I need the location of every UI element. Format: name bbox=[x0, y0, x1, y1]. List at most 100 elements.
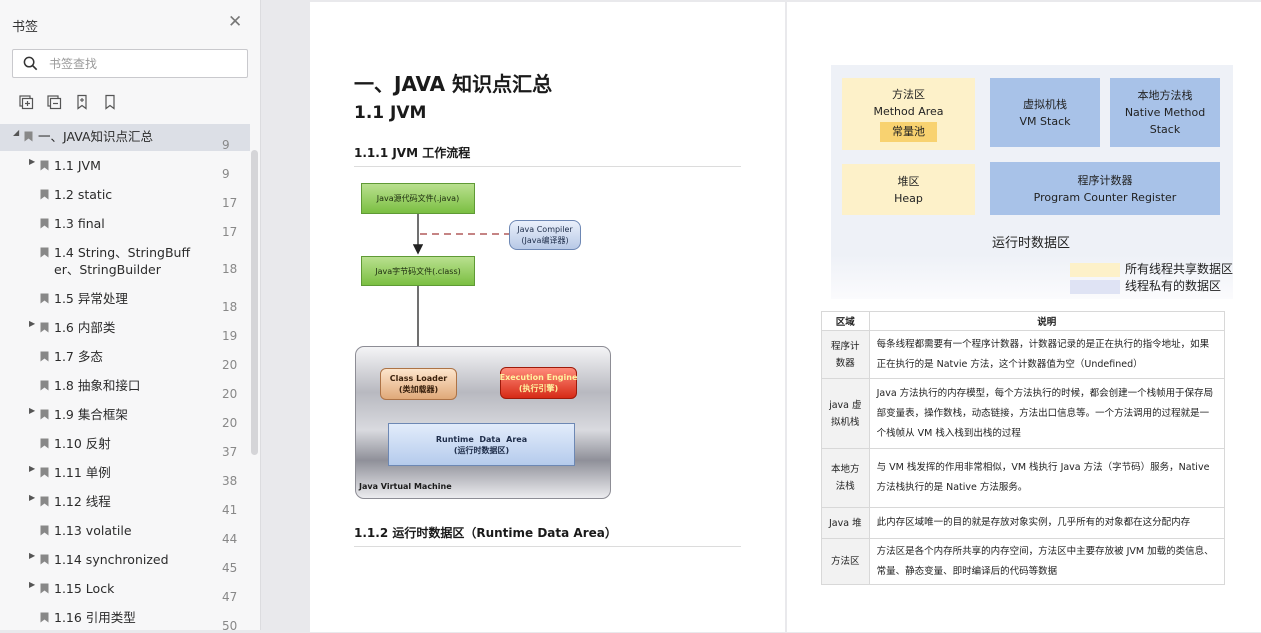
bookmark-page-number: 20 bbox=[222, 387, 238, 401]
bookmark-item[interactable]: ▶ 1.15 Lock 47 bbox=[0, 576, 250, 604]
panel-title: 书签 bbox=[12, 20, 39, 35]
bookmark-page-number: 50 bbox=[222, 619, 238, 633]
collapsed-arrow-icon[interactable]: ▶ bbox=[29, 157, 36, 166]
collapsed-arrow-icon[interactable]: ▶ bbox=[29, 464, 36, 473]
table-cell-desc: 与 VM 栈发挥的作用非常相似，VM 栈执行 Java 方法（字节码）服务，Na… bbox=[868, 448, 1226, 508]
bookmark-icon bbox=[40, 380, 49, 391]
collapsed-arrow-icon[interactable]: ▶ bbox=[29, 551, 36, 560]
bytecode-box: Java字节码文件(.class) bbox=[361, 256, 475, 286]
bookmark-icon[interactable] bbox=[102, 94, 118, 110]
bookmark-page-number: 19 bbox=[222, 329, 238, 343]
collapsed-arrow-icon[interactable]: ▶ bbox=[29, 580, 36, 589]
bookmark-icon bbox=[40, 496, 49, 507]
close-icon[interactable]: ✕ bbox=[228, 12, 243, 32]
document-page-right: 方法区 Method Area 常量池 虚拟机栈 VM Stack 本地方法栈 … bbox=[787, 2, 1261, 632]
vm-stack-label: 虚拟机栈 VM Stack bbox=[1019, 97, 1071, 128]
add-bookmark-icon[interactable] bbox=[74, 94, 90, 110]
bookmark-label: 1.10 反射 bbox=[54, 436, 111, 451]
native-stack-cell: 本地方法栈 Native Method Stack bbox=[1110, 78, 1220, 147]
collapsed-arrow-icon[interactable]: ▶ bbox=[29, 493, 36, 502]
bookmark-icon bbox=[40, 160, 49, 171]
heading-1: 一、JAVA 知识点汇总 bbox=[354, 72, 553, 96]
bookmark-item[interactable]: 1.3 final 17 bbox=[0, 211, 250, 239]
heading-rule bbox=[354, 166, 741, 167]
legend-shared-label: 所有线程共享数据区 bbox=[1125, 262, 1234, 276]
bookmark-label: 1.7 多态 bbox=[54, 349, 103, 364]
table-cell-desc: Java 方法执行的内存模型，每个方法执行的时候，都会创建一个栈帧用于保存局部变… bbox=[868, 378, 1226, 449]
runtime-area-title: 运行时数据区 bbox=[992, 236, 1071, 251]
heap-cell: 堆区 Heap bbox=[842, 164, 975, 215]
method-area-label: 方法区 Method Area bbox=[873, 88, 944, 118]
bookmark-item[interactable]: ▶ 1.6 内部类 19 bbox=[0, 315, 250, 343]
legend-swatch-shared bbox=[1070, 263, 1120, 277]
table-cell-region: 程序计 数器 bbox=[821, 330, 870, 379]
collapsed-arrow-icon[interactable]: ▶ bbox=[29, 406, 36, 415]
bookmark-icon bbox=[24, 131, 33, 142]
bookmark-item[interactable]: 1.4 String、StringBuff er、StringBuilder 18 bbox=[0, 240, 250, 280]
bookmark-label: 1.15 Lock bbox=[54, 581, 115, 596]
sidebar-scrollbar[interactable] bbox=[251, 150, 258, 455]
method-area-cell: 方法区 Method Area 常量池 bbox=[842, 78, 975, 150]
heading-rule bbox=[354, 546, 741, 547]
jvm-label: Java Virtual Machine bbox=[359, 482, 452, 491]
table-header: 说明 bbox=[868, 311, 1226, 331]
bookmark-label: 1.2 static bbox=[54, 187, 113, 202]
bookmark-label: 1.13 volatile bbox=[54, 523, 132, 538]
bookmark-item[interactable]: 1.13 volatile 44 bbox=[0, 518, 250, 546]
table-cell-desc: 此内存区域唯一的目的就是存放对象实例，几乎所有的对象都在这分配内存 bbox=[868, 507, 1226, 539]
bookmark-icon bbox=[40, 467, 49, 478]
table-cell-region: java 虚 拟机栈 bbox=[821, 378, 870, 449]
constant-pool-label: 常量池 bbox=[880, 122, 937, 142]
pc-register-cell: 程序计数器 Program Counter Register bbox=[990, 162, 1220, 215]
bookmark-label: 一、JAVA知识点汇总 bbox=[38, 129, 154, 144]
collapsed-arrow-icon[interactable]: ▶ bbox=[29, 319, 36, 328]
bookmark-icon bbox=[40, 351, 49, 362]
document-page-left: 一、JAVA 知识点汇总 1.1 JVM 1.1.1 JVM 工作流程 Java… bbox=[310, 2, 785, 632]
table-cell-region: 方法区 bbox=[821, 538, 870, 585]
bookmark-icon bbox=[40, 409, 49, 420]
bookmark-icon bbox=[40, 322, 49, 333]
bookmark-label: 1.5 异常处理 bbox=[54, 291, 128, 306]
expand-all-icon[interactable] bbox=[18, 94, 34, 110]
heading-2: 1.1 JVM bbox=[354, 103, 427, 123]
bookmark-page-number: 17 bbox=[222, 225, 238, 239]
runtime-area-table: 区域 说明 程序计 数器 每条线程都需要有一个程序计数器，计数器记录的是正在执行… bbox=[821, 311, 1226, 585]
bookmark-item[interactable]: 1.7 多态 20 bbox=[0, 344, 250, 372]
table-row: java 虚 拟机栈 Java 方法执行的内存模型，每个方法执行的时候，都会创建… bbox=[821, 378, 1226, 449]
bookmark-icon bbox=[40, 189, 49, 200]
bookmark-icon bbox=[40, 247, 49, 258]
bookmark-page-number: 47 bbox=[222, 590, 238, 604]
bookmark-label: 1.3 final bbox=[54, 216, 105, 231]
bookmark-page-number: 20 bbox=[222, 358, 238, 372]
bookmark-icon bbox=[40, 612, 49, 623]
bookmark-page-number: 18 bbox=[222, 262, 238, 276]
bookmark-search[interactable] bbox=[12, 49, 248, 78]
bookmark-label: 1.11 单例 bbox=[54, 465, 111, 480]
collapse-all-icon[interactable] bbox=[46, 94, 62, 110]
bookmark-page-number: 44 bbox=[222, 532, 238, 546]
expanded-arrow-icon[interactable]: ◢ bbox=[13, 128, 20, 137]
bookmark-label: 1.6 内部类 bbox=[54, 320, 116, 335]
bookmark-icon bbox=[40, 438, 49, 449]
vm-stack-cell: 虚拟机栈 VM Stack bbox=[990, 78, 1100, 147]
table-header: 区域 bbox=[821, 311, 870, 331]
table-cell-region: Java 堆 bbox=[821, 507, 870, 539]
table-row: Java 堆 此内存区域唯一的目的就是存放对象实例，几乎所有的对象都在这分配内存 bbox=[821, 507, 1226, 539]
bookmark-label: 1.4 String、StringBuff er、StringBuilder bbox=[54, 245, 191, 277]
bookmark-page-number: 45 bbox=[222, 561, 238, 575]
bookmark-icon bbox=[40, 293, 49, 304]
bookmark-label: 1.12 线程 bbox=[54, 494, 111, 509]
search-input[interactable] bbox=[49, 54, 239, 74]
